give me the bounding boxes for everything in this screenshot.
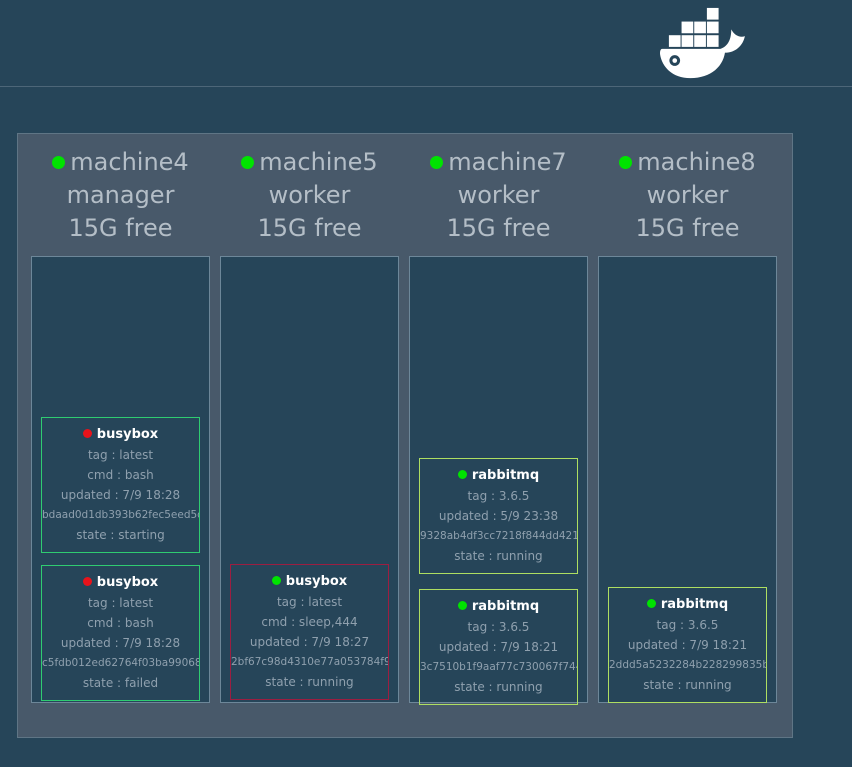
node-free-label: 15G free [257, 214, 362, 242]
node-box: rabbitmq tag : 3.6.5 updated : 7/9 18:21… [598, 256, 777, 703]
container-status-dot-icon [271, 576, 281, 585]
container-state: state : failed [82, 676, 159, 690]
docker-whale-icon [660, 7, 745, 79]
container-id: 3c7510b1f9aaf77c730067f74451e051 [420, 661, 577, 673]
container-tag: tag : latest [276, 595, 343, 609]
node-role-label: worker [268, 181, 351, 209]
container-id: 2ddd5a5232284b228299835b6899ba [609, 659, 766, 671]
container-updated: updated : 7/9 18:28 [60, 636, 181, 650]
container-card: busybox tag : latest cmd : sleep,444 upd… [230, 564, 389, 700]
container-tag: tag : 3.6.5 [656, 618, 719, 632]
container-name-row: rabbitmq [609, 595, 766, 615]
container-id: 9328ab4df3cc7218f844dd42196aab7 [420, 530, 577, 542]
node-column-machine8: machine8 worker 15G free rabbitmq tag : … [598, 146, 777, 737]
swarm-panel: machine4 manager 15G free busybox tag : … [17, 133, 793, 738]
node-role-label: worker [646, 181, 729, 209]
container-state: state : running [265, 675, 354, 689]
node-box: busybox tag : latest cmd : bash updated … [31, 256, 210, 703]
node-box: rabbitmq tag : 3.6.5 updated : 5/9 23:38… [409, 256, 588, 705]
container-name-row: rabbitmq [420, 466, 577, 486]
container-updated: updated : 7/9 18:21 [627, 638, 748, 652]
node-role-label: manager [66, 181, 175, 209]
node-name: machine5 [259, 148, 378, 176]
node-column-machine5: machine5 worker 15G free busybox tag : l… [220, 146, 399, 737]
container-updated: updated : 7/9 18:21 [438, 640, 559, 654]
container-tag: tag : latest [87, 448, 154, 462]
container-tag: tag : latest [87, 596, 154, 610]
node-box: busybox tag : latest cmd : sleep,444 upd… [220, 256, 399, 703]
node-free-label: 15G free [446, 214, 551, 242]
node-status-dot-icon [241, 156, 255, 169]
container-name: busybox [96, 575, 159, 590]
container-updated: updated : 7/9 18:28 [60, 488, 181, 502]
node-title: machine4 [31, 146, 210, 179]
container-state: state : running [454, 549, 543, 563]
container-name-row: rabbitmq [420, 597, 577, 617]
node-role-label: worker [457, 181, 540, 209]
container-status-dot-icon [457, 470, 467, 479]
container-card: busybox tag : latest cmd : bash updated … [41, 417, 200, 553]
container-name-row: busybox [42, 425, 199, 445]
node-header: machine7 worker 15G free [409, 146, 588, 245]
container-tag: tag : 3.6.5 [467, 620, 530, 634]
container-name: rabbitmq [660, 597, 729, 612]
container-card: rabbitmq tag : 3.6.5 updated : 7/9 18:21… [419, 589, 578, 705]
container-name-row: busybox [42, 573, 199, 593]
container-status-dot-icon [457, 601, 467, 610]
container-status-dot-icon [82, 429, 92, 438]
container-updated: updated : 7/9 18:27 [249, 635, 370, 649]
container-state: state : running [643, 678, 732, 692]
node-header: machine4 manager 15G free [31, 146, 210, 245]
node-header: machine5 worker 15G free [220, 146, 399, 245]
node-status-dot-icon [430, 156, 444, 169]
node-header: machine8 worker 15G free [598, 146, 777, 245]
container-card: rabbitmq tag : 3.6.5 updated : 7/9 18:21… [608, 587, 767, 703]
container-status-dot-icon [82, 577, 92, 586]
node-title: machine5 [220, 146, 399, 179]
container-cmd: cmd : bash [87, 616, 154, 630]
container-id: c5fdb012ed62764f03ba99068182430 [42, 657, 199, 669]
container-name: busybox [285, 574, 348, 589]
node-title: machine7 [409, 146, 588, 179]
container-card: rabbitmq tag : 3.6.5 updated : 5/9 23:38… [419, 458, 578, 574]
node-column-machine7: machine7 worker 15G free rabbitmq tag : … [409, 146, 588, 737]
node-status-dot-icon [619, 156, 633, 169]
container-state: state : running [454, 680, 543, 694]
container-name: busybox [96, 427, 159, 442]
node-column-machine4: machine4 manager 15G free busybox tag : … [31, 146, 210, 737]
container-id: bdaad0d1db393b62fec5eed5d19a66 [42, 509, 199, 521]
container-name-row: busybox [231, 572, 388, 592]
node-name: machine4 [70, 148, 189, 176]
node-free-label: 15G free [635, 214, 740, 242]
container-tag: tag : 3.6.5 [467, 489, 530, 503]
node-title: machine8 [598, 146, 777, 179]
container-id: 2bf67c98d4310e77a053784f9d03a04 [231, 656, 388, 668]
container-state: state : starting [76, 528, 165, 542]
node-status-dot-icon [52, 156, 66, 169]
container-name: rabbitmq [471, 468, 540, 483]
container-cmd: cmd : sleep,444 [261, 615, 358, 629]
app-header [0, 0, 852, 87]
node-name: machine7 [448, 148, 567, 176]
container-name: rabbitmq [471, 599, 540, 614]
container-cmd: cmd : bash [87, 468, 154, 482]
container-card: busybox tag : latest cmd : bash updated … [41, 565, 200, 701]
container-status-dot-icon [646, 599, 656, 608]
container-updated: updated : 5/9 23:38 [438, 509, 559, 523]
node-name: machine8 [637, 148, 756, 176]
node-free-label: 15G free [68, 214, 173, 242]
